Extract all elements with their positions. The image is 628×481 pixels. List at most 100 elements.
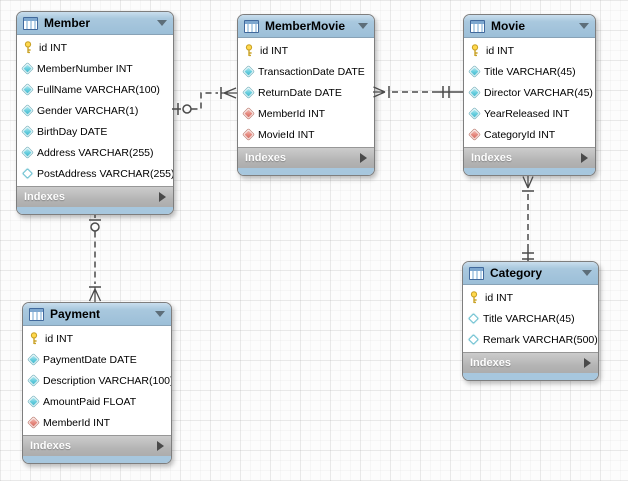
table-membermovie-columns: id INT TransactionDate DATE ReturnDate D… — [238, 38, 374, 147]
expand-arrow-icon[interactable] — [581, 153, 588, 163]
column-row[interactable]: MemberId INT — [23, 412, 171, 433]
relationship-movie-category[interactable] — [522, 176, 534, 261]
primary-key-icon — [470, 291, 478, 304]
indexes-label: Indexes — [470, 357, 511, 369]
column-label: YearReleased INT — [484, 107, 570, 120]
table-icon — [244, 19, 259, 33]
table-title: MemberMovie — [265, 19, 346, 33]
table-member-columns: id INT MemberNumber INT FullName VARCHAR… — [17, 35, 173, 186]
column-row[interactable]: PaymentDate DATE — [23, 349, 171, 370]
table-bottom-bar — [238, 168, 374, 175]
column-row[interactable]: id INT — [238, 40, 374, 61]
column-label: id INT — [260, 44, 289, 57]
table-member[interactable]: Member id INT MemberNumber INT FullName … — [16, 11, 174, 215]
table-movie[interactable]: Movie id INT Title VARCHAR(45) Director … — [463, 14, 596, 176]
column-row[interactable]: Address VARCHAR(255) — [17, 142, 173, 163]
table-membermovie-indexes[interactable]: Indexes — [238, 147, 374, 168]
expand-arrow-icon[interactable] — [157, 441, 164, 451]
table-icon — [29, 307, 44, 321]
primary-key-icon — [24, 41, 32, 54]
column-row[interactable]: YearReleased INT — [464, 103, 595, 124]
collapse-arrow-icon[interactable] — [155, 311, 165, 317]
relationship-member-membermovie[interactable] — [172, 87, 237, 115]
column-label: PaymentDate DATE — [43, 353, 137, 366]
column-label: id INT — [45, 332, 74, 345]
column-row[interactable]: Title VARCHAR(45) — [464, 61, 595, 82]
table-category-columns: id INT Title VARCHAR(45) Remark VARCHAR(… — [463, 285, 598, 352]
table-category-header[interactable]: Category — [463, 262, 598, 285]
relationship-membermovie-movie[interactable] — [373, 86, 463, 98]
column-row[interactable]: CategoryId INT — [464, 124, 595, 145]
column-row[interactable]: PostAddress VARCHAR(255) — [17, 163, 173, 184]
column-row[interactable]: BirthDay DATE — [17, 121, 173, 142]
column-row[interactable]: id INT — [17, 37, 173, 58]
column-row[interactable]: Gender VARCHAR(1) — [17, 100, 173, 121]
table-payment-columns: id INT PaymentDate DATE Description VARC… — [23, 326, 171, 435]
column-row[interactable]: MemberNumber INT — [17, 58, 173, 79]
column-label: id INT — [39, 41, 68, 54]
table-payment[interactable]: Payment id INT PaymentDate DATE Descript… — [22, 302, 172, 464]
column-label: Gender VARCHAR(1) — [37, 104, 139, 117]
column-row[interactable]: FullName VARCHAR(100) — [17, 79, 173, 100]
table-bottom-bar — [463, 373, 598, 380]
expand-arrow-icon[interactable] — [584, 358, 591, 368]
column-label: Description VARCHAR(100) — [43, 374, 172, 387]
table-bottom-bar — [23, 456, 171, 463]
table-category-indexes[interactable]: Indexes — [463, 352, 598, 373]
collapse-arrow-icon[interactable] — [579, 23, 589, 29]
collapse-arrow-icon[interactable] — [582, 270, 592, 276]
column-row[interactable]: ReturnDate DATE — [238, 82, 374, 103]
column-label: MemberId INT — [258, 107, 326, 120]
table-title: Member — [44, 16, 91, 30]
table-bottom-bar — [17, 207, 173, 214]
table-membermovie-header[interactable]: MemberMovie — [238, 15, 374, 38]
table-movie-header[interactable]: Movie — [464, 15, 595, 38]
table-member-header[interactable]: Member — [17, 12, 173, 35]
column-row[interactable]: id INT — [463, 287, 598, 308]
column-label: Director VARCHAR(45) — [484, 86, 593, 99]
table-membermovie[interactable]: MemberMovie id INT TransactionDate DATE … — [237, 14, 375, 176]
expand-arrow-icon[interactable] — [360, 153, 367, 163]
primary-key-icon — [471, 44, 479, 57]
column-row[interactable]: AmountPaid FLOAT — [23, 391, 171, 412]
table-payment-indexes[interactable]: Indexes — [23, 435, 171, 456]
indexes-label: Indexes — [30, 440, 71, 452]
column-label: Remark VARCHAR(500) — [483, 333, 598, 346]
column-row[interactable]: TransactionDate DATE — [238, 61, 374, 82]
column-row[interactable]: MemberId INT — [238, 103, 374, 124]
primary-key-icon — [245, 44, 253, 57]
column-row[interactable]: MovieId INT — [238, 124, 374, 145]
column-row[interactable]: Description VARCHAR(100) — [23, 370, 171, 391]
relationship-member-payment[interactable] — [88, 215, 102, 302]
collapse-arrow-icon[interactable] — [358, 23, 368, 29]
column-label: ReturnDate DATE — [258, 86, 342, 99]
column-label: AmountPaid FLOAT — [43, 395, 137, 408]
column-row[interactable]: Remark VARCHAR(500) — [463, 329, 598, 350]
column-label: CategoryId INT — [484, 128, 556, 141]
indexes-label: Indexes — [24, 191, 65, 203]
table-bottom-bar — [464, 168, 595, 175]
column-row[interactable]: id INT — [464, 40, 595, 61]
column-label: id INT — [485, 291, 514, 304]
table-movie-columns: id INT Title VARCHAR(45) Director VARCHA… — [464, 38, 595, 147]
table-title: Payment — [50, 307, 101, 321]
table-movie-indexes[interactable]: Indexes — [464, 147, 595, 168]
collapse-arrow-icon[interactable] — [157, 20, 167, 26]
table-member-indexes[interactable]: Indexes — [17, 186, 173, 207]
column-label: Title VARCHAR(45) — [484, 65, 576, 78]
column-label: MovieId INT — [258, 128, 315, 141]
column-label: Address VARCHAR(255) — [37, 146, 154, 159]
column-row[interactable]: Title VARCHAR(45) — [463, 308, 598, 329]
table-icon — [469, 266, 484, 280]
column-row[interactable]: Director VARCHAR(45) — [464, 82, 595, 103]
column-row[interactable]: id INT — [23, 328, 171, 349]
column-label: MemberNumber INT — [37, 62, 133, 75]
column-label: PostAddress VARCHAR(255) — [37, 167, 174, 180]
expand-arrow-icon[interactable] — [159, 192, 166, 202]
column-label: id INT — [486, 44, 515, 57]
table-icon — [23, 16, 38, 30]
table-category[interactable]: Category id INT Title VARCHAR(45) Remark… — [462, 261, 599, 381]
table-payment-header[interactable]: Payment — [23, 303, 171, 326]
